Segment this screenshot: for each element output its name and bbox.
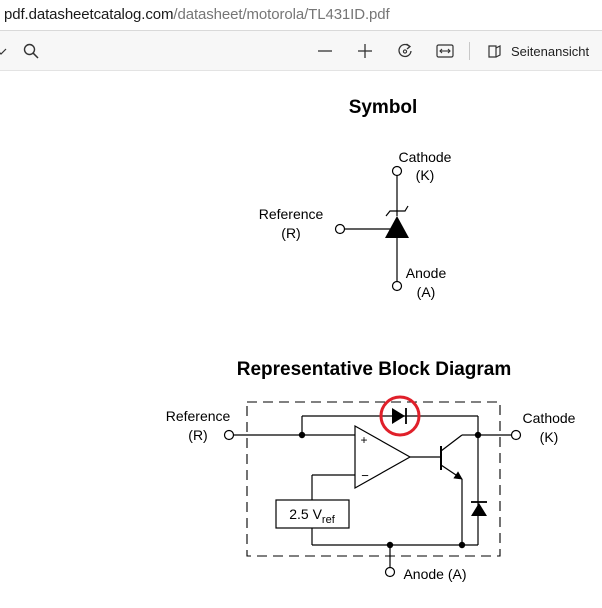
page-figures: Symbol Cathode (K) Reference (R) Anode (… — [166, 97, 576, 582]
symbol-anode-pin: (A) — [417, 284, 436, 300]
address-bar[interactable]: pdf.datasheetcatalog.com/datasheet/motor… — [0, 0, 602, 31]
block-cathode-pin: (K) — [540, 429, 559, 445]
highlight-circle — [379, 395, 421, 437]
vref-prefix: 2.5 V — [289, 506, 322, 522]
vref-subscript: ref — [322, 514, 336, 526]
zoom-in-icon[interactable] — [354, 39, 376, 63]
vref-box — [275, 499, 350, 529]
block-anode-terminal — [384, 566, 396, 578]
pdf-page: Symbol Cathode (K) Reference (R) Anode (… — [0, 71, 602, 603]
symbol-anode-terminal — [391, 280, 403, 292]
symbol-title: Symbol — [349, 97, 418, 118]
zoom-out-icon[interactable] — [314, 39, 336, 63]
symbol-diode-triangle — [385, 216, 409, 238]
search-icon[interactable] — [20, 39, 42, 63]
pdf-toolbar: Seitenansicht — [0, 31, 602, 71]
block-cathode-label: Cathode — [523, 410, 576, 426]
block-anode-label: Anode (A) — [403, 566, 466, 582]
op-amp-triangle — [354, 424, 412, 490]
transistor-emitter — [440, 464, 463, 480]
symbol-cathode-pin: (K) — [416, 167, 435, 183]
block-reference-pin: (R) — [188, 427, 207, 443]
protection-diode-triangle — [471, 503, 487, 516]
toolbar-separator — [469, 42, 470, 60]
url-text[interactable]: pdf.datasheetcatalog.com/datasheet/motor… — [4, 6, 390, 23]
fit-width-icon[interactable] — [434, 39, 456, 63]
chevron-down-icon[interactable] — [0, 39, 8, 63]
symbol-reference-label: Reference — [259, 206, 324, 222]
transistor-collector — [440, 434, 463, 452]
block-diagram-title: Representative Block Diagram — [237, 359, 512, 380]
package-outline — [246, 401, 501, 557]
symbol-reference-pin: (R) — [281, 225, 300, 241]
symbol-cathode-label: Cathode — [399, 149, 452, 165]
emitter-junction — [458, 541, 466, 549]
vref-label: 2.5 Vref — [289, 506, 335, 526]
url-path: /datasheet/motorola/TL431ID.pdf — [173, 6, 390, 23]
block-cathode-terminal — [510, 429, 522, 441]
symbol-cathode-terminal — [391, 165, 403, 177]
page-view-label: Seitenansicht — [511, 43, 590, 59]
page-view-icon — [487, 43, 503, 59]
top-diode-triangle — [392, 408, 405, 424]
block-reference-label: Reference — [166, 408, 231, 424]
op-amp-plus: + — [360, 433, 367, 447]
symbol-anode-label: Anode — [406, 265, 447, 281]
url-host: pdf.datasheetcatalog.com — [4, 6, 174, 23]
op-amp-minus: − — [361, 468, 369, 483]
symbol-reference-terminal — [334, 223, 346, 235]
symbol-zener-bar — [385, 205, 409, 217]
block-reference-terminal — [223, 429, 235, 441]
rotate-icon[interactable] — [394, 39, 416, 63]
page-view-button[interactable]: Seitenansicht — [487, 39, 589, 63]
